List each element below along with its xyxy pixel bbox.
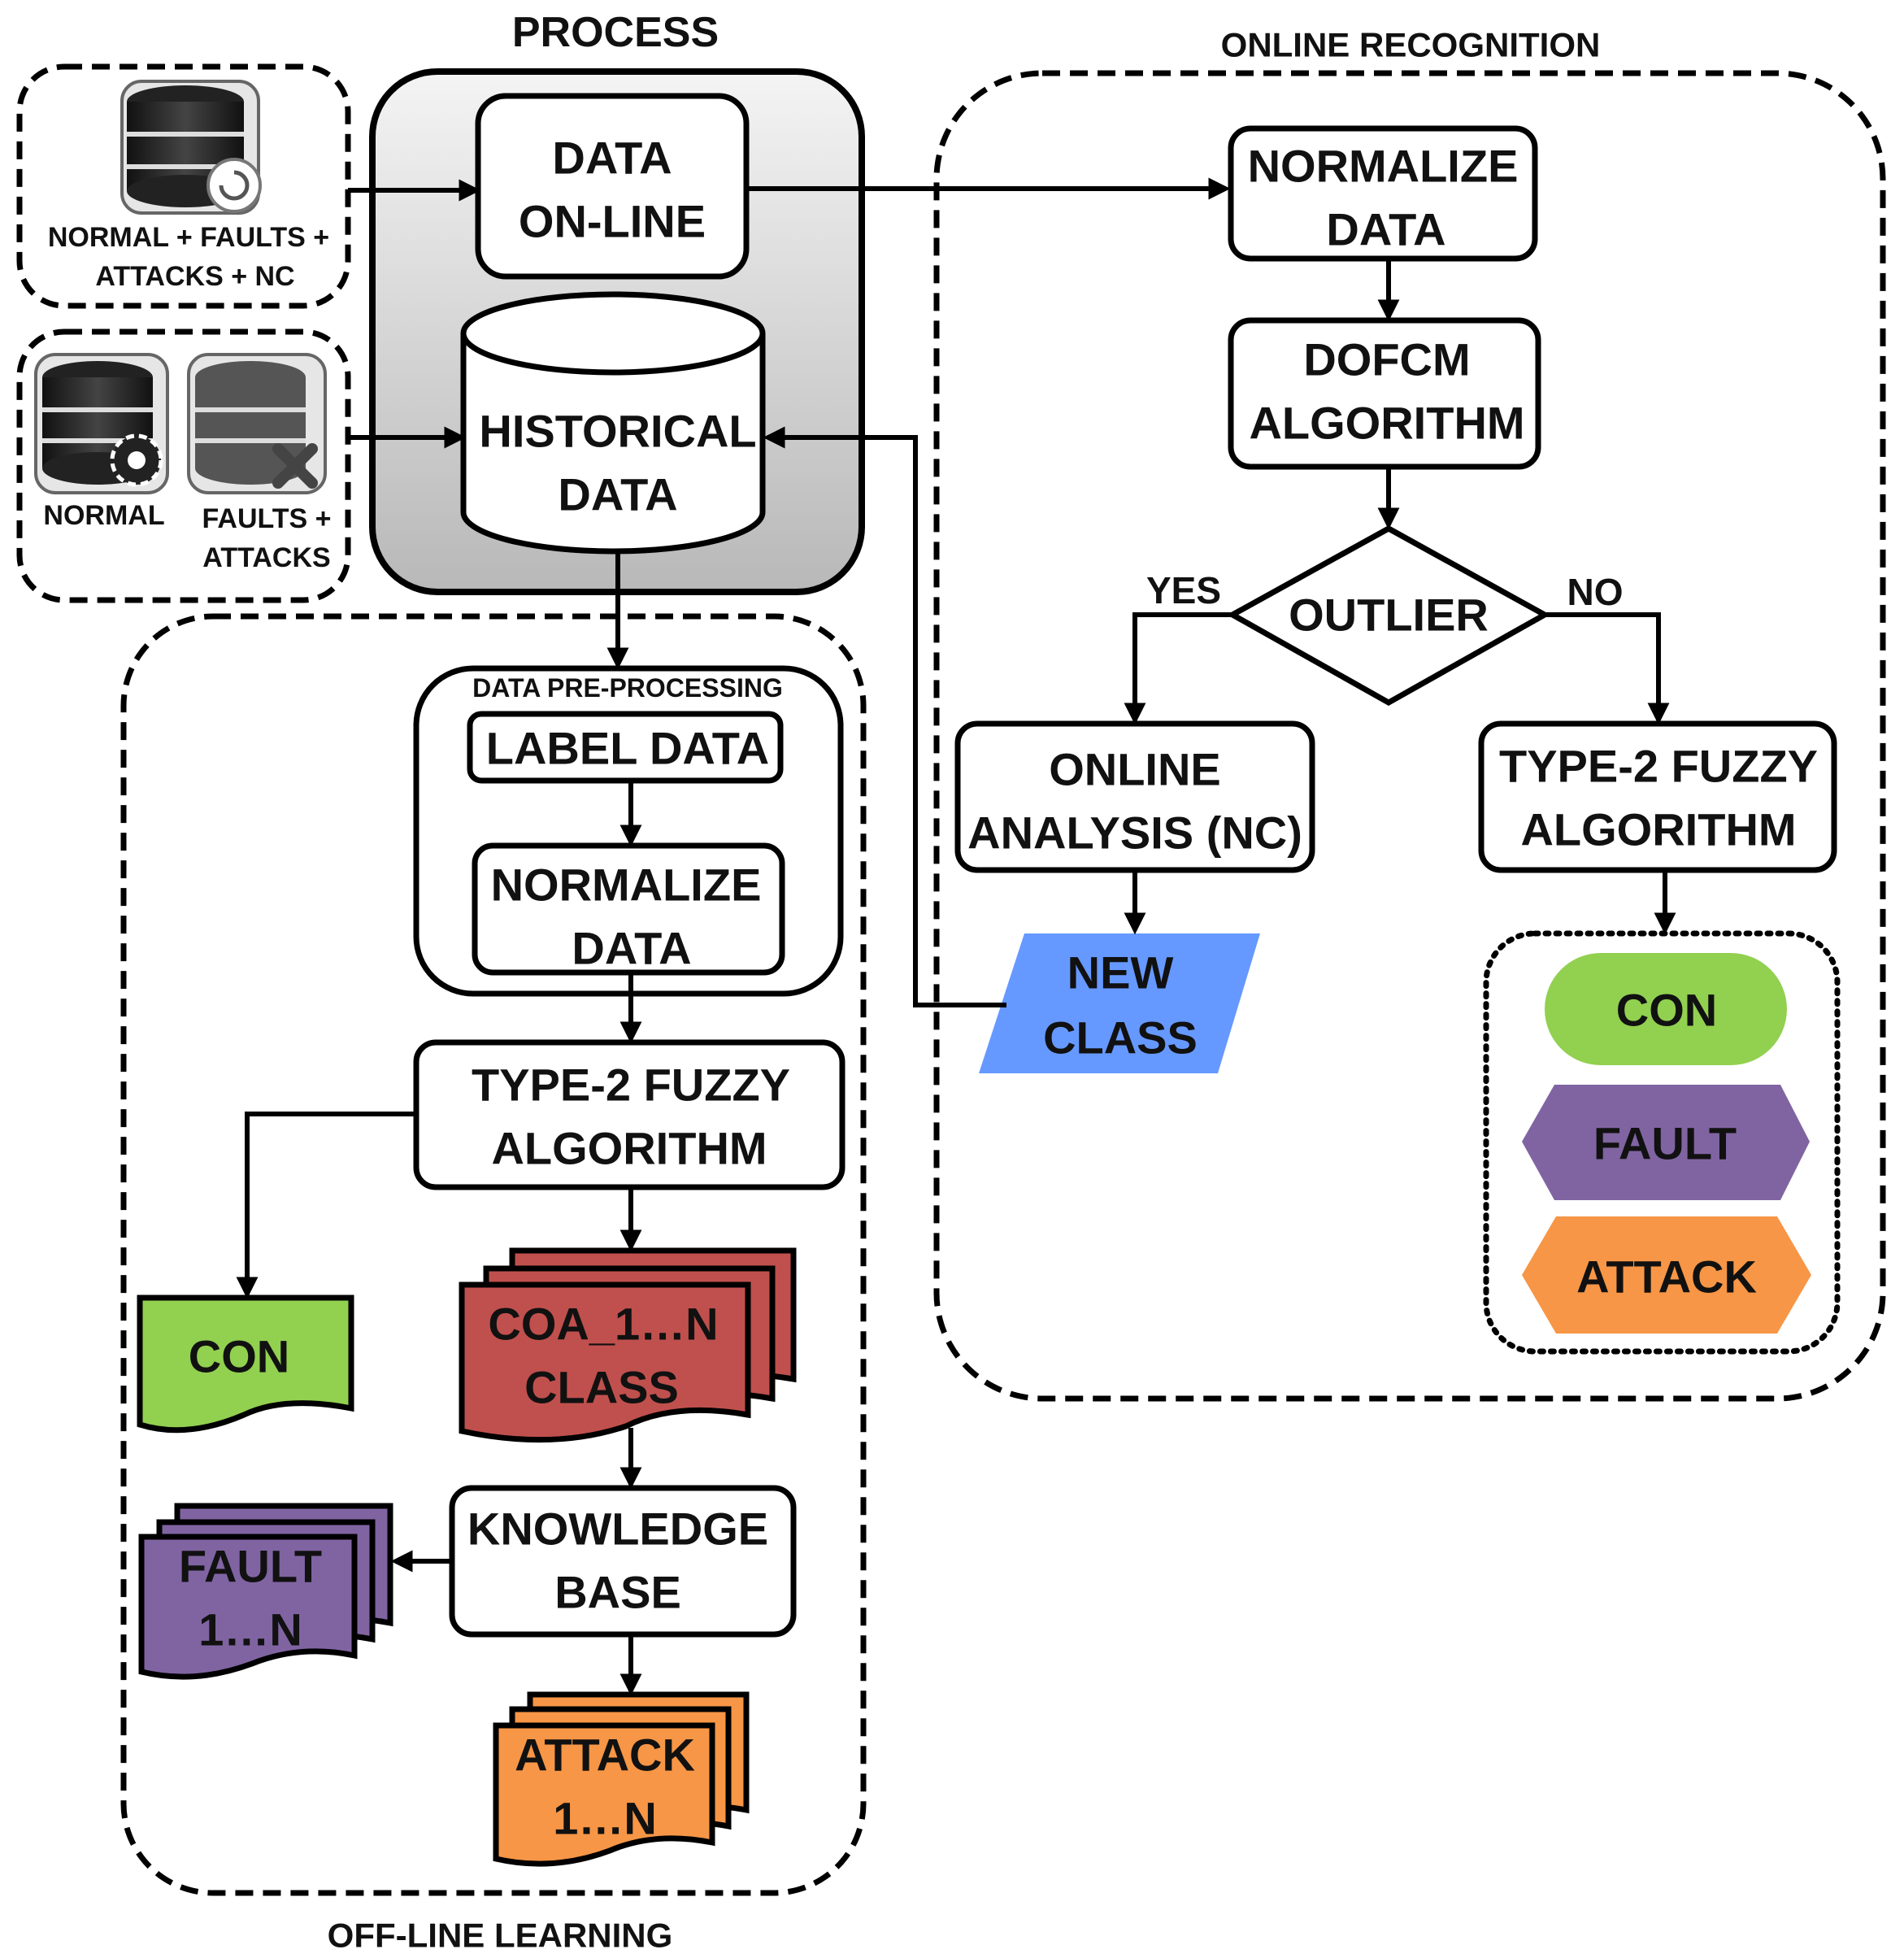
offline-learning-title: OFF-LINE LEARNING [328, 1917, 673, 1955]
database-x-icon [187, 353, 327, 494]
offline-fuzzy-label-2: ALGORITHM [491, 1123, 767, 1174]
source-online-frame [16, 63, 351, 309]
data-online-box [475, 93, 750, 280]
coa-label-2: CLASS [524, 1362, 679, 1413]
dofcm-label-2: ALGORITHM [1249, 398, 1524, 449]
online-analysis-label-1: ONLINE [1049, 744, 1221, 795]
online-analysis-label-2: ANALYSIS (NC) [967, 807, 1302, 859]
label-data-box [467, 711, 784, 784]
coa-label-1: COA_1…N [488, 1299, 718, 1350]
fault-label-2: 1…N [198, 1604, 302, 1656]
offline-con-document [137, 1294, 354, 1434]
data-online-label-1: DATA [552, 133, 672, 184]
online-attack-label: ATTACK [1576, 1251, 1757, 1303]
attack-label-2: 1…N [553, 1793, 657, 1844]
database-gear-icon [34, 353, 169, 494]
attack-label-1: ATTACK [515, 1730, 695, 1781]
knowledge-base-label-1: KNOWLEDGE [467, 1503, 768, 1555]
coa-class-documents [459, 1247, 797, 1443]
yes-label: YES [1146, 569, 1221, 611]
database-refresh-icon [120, 80, 262, 215]
knowledge-base-label-2: BASE [554, 1567, 681, 1618]
offline-normalize-label-1: NORMALIZE [491, 859, 762, 911]
data-online-label-2: ON-LINE [519, 196, 706, 247]
new-class-output [979, 933, 1260, 1073]
offline-fuzzy-label-1: TYPE-2 FUZZY [472, 1059, 790, 1111]
online-recognition-title: ONLINE RECOGNITION [1221, 26, 1601, 64]
historical-data-cylinder [460, 291, 766, 555]
source-online-label-2: ATTACKS + NC [95, 261, 294, 292]
new-class-label-2: CLASS [1043, 1012, 1198, 1064]
source-normal-label: NORMAL [43, 500, 164, 531]
preprocessing-title: DATA PRE-PROCESSING [472, 673, 783, 703]
dofcm-label-1: DOFCM [1303, 334, 1470, 385]
source-online-label-1: NORMAL + FAULTS + [48, 222, 329, 253]
outlier-label: OUTLIER [1289, 590, 1489, 641]
no-label: NO [1567, 571, 1624, 613]
offline-normalize-label-2: DATA [572, 923, 691, 974]
online-con-label: CON [1616, 985, 1717, 1036]
online-normalize-label-1: NORMALIZE [1248, 141, 1519, 192]
label-data-label: LABEL DATA [486, 723, 769, 774]
online-normalize-label-2: DATA [1326, 204, 1445, 255]
fault-label-1: FAULT [179, 1541, 322, 1592]
historical-data-label-1: HISTORICAL [479, 406, 756, 457]
outlier-decision [1226, 525, 1551, 707]
offline-con-label: CON [189, 1331, 289, 1382]
fault-documents [138, 1503, 393, 1680]
source-faults-label-1: FAULTS + [202, 503, 332, 534]
online-fuzzy-label-1: TYPE-2 FUZZY [1499, 741, 1818, 792]
online-fuzzy-label-2: ALGORITHM [1520, 804, 1796, 855]
process-title: PROCESS [512, 9, 719, 56]
online-attack-output [1522, 1216, 1811, 1334]
online-con-output [1545, 953, 1787, 1065]
attack-documents [493, 1691, 750, 1867]
online-fault-label: FAULT [1593, 1118, 1737, 1169]
online-fault-output [1522, 1085, 1810, 1200]
new-class-label-1: NEW [1067, 947, 1174, 999]
online-recognition-frame [933, 70, 1886, 1402]
offline-learning-frame [120, 613, 867, 1896]
historical-data-label-2: DATA [558, 469, 677, 520]
source-historical-frame [16, 329, 351, 603]
connectors [236, 177, 1676, 1696]
online-normalize-box [1228, 125, 1538, 262]
source-faults-label-2: ATTACKS [202, 542, 330, 573]
